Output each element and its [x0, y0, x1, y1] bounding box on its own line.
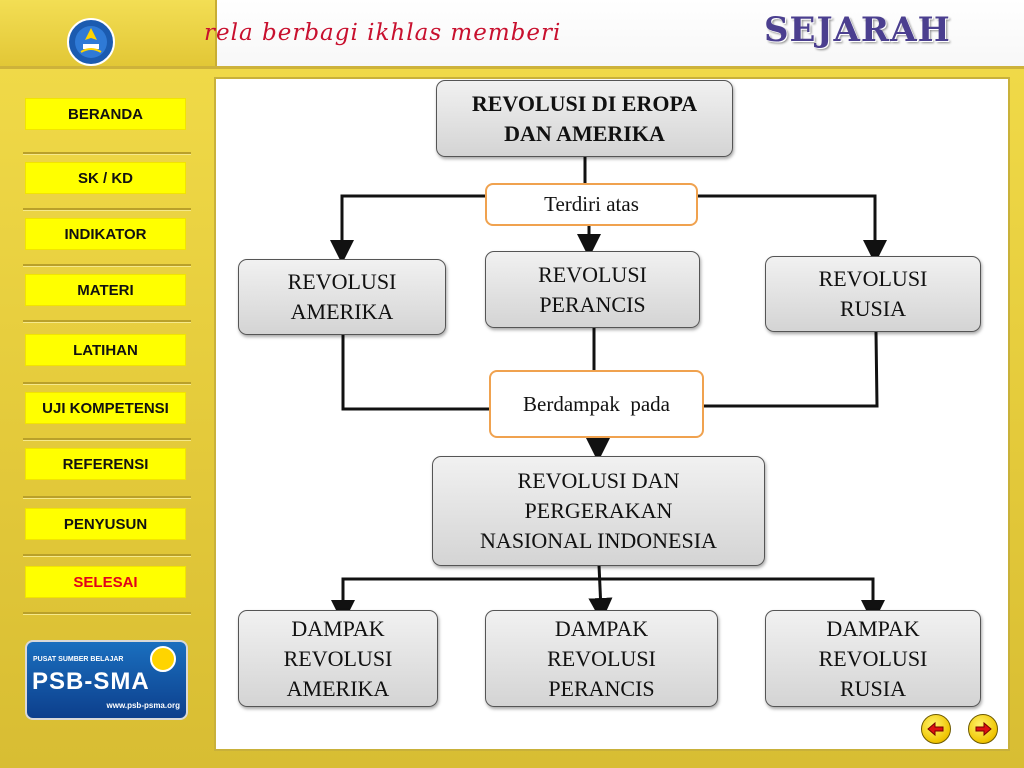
tut-wuri-handayani-logo-icon — [67, 18, 115, 66]
sidebar-item-sk-kd[interactable]: SK / KD — [25, 162, 186, 194]
connector-arrow — [330, 194, 487, 264]
node-revolusi-rusia: REVOLUSI RUSIA — [765, 256, 981, 332]
psb-logo-name: PSB-SMA — [32, 668, 150, 695]
node-pergerakan-nasional: REVOLUSI DAN PERGERAKAN NASIONAL INDONES… — [432, 456, 765, 566]
arrow-right-icon — [975, 721, 992, 737]
connector-line — [341, 577, 875, 610]
sidebar-item-latihan[interactable]: LATIHAN — [25, 334, 186, 366]
sidebar-item-indikator[interactable]: INDIKATOR — [25, 218, 186, 250]
tagline-text: rela berbagi ikhlas memberi — [204, 20, 562, 46]
psb-logo-url: www.psb-psma.org — [106, 701, 181, 710]
connector-line — [341, 335, 491, 411]
next-button[interactable] — [968, 714, 998, 744]
sidebar-divider — [23, 438, 191, 440]
sidebar-nav: BERANDA SK / KD INDIKATOR MATERI LATIHAN… — [0, 70, 212, 768]
sidebar-divider — [23, 496, 191, 498]
header-bar: rela berbagi ikhlas memberi SEJARAH — [0, 0, 1024, 69]
emblem-icon — [150, 646, 176, 672]
sidebar-divider — [23, 554, 191, 556]
node-revolusi-amerika: REVOLUSI AMERIKA — [238, 259, 446, 335]
connector-arrow — [697, 194, 887, 264]
sidebar-item-penyusun[interactable]: PENYUSUN — [25, 508, 186, 540]
sidebar-divider — [23, 264, 191, 266]
sidebar-item-selesai[interactable]: SELESAI — [25, 566, 186, 598]
node-dampak-perancis: DAMPAK REVOLUSI PERANCIS — [485, 610, 718, 707]
connector-arrow — [588, 564, 613, 622]
prev-button[interactable] — [921, 714, 951, 744]
sidebar-divider — [23, 382, 191, 384]
sidebar-item-beranda[interactable]: BERANDA — [25, 98, 186, 130]
psb-sma-logo[interactable]: PUSAT SUMBER BELAJAR PSB-SMA www.psb-psm… — [25, 640, 188, 720]
sidebar-divider — [23, 320, 191, 322]
arrow-left-icon — [927, 721, 944, 737]
node-revolusi-perancis: REVOLUSI PERANCIS — [485, 251, 700, 328]
node-dampak-amerika: DAMPAK REVOLUSI AMERIKA — [238, 610, 438, 707]
sidebar-divider — [23, 612, 191, 614]
connector-line — [703, 331, 879, 408]
label-berdampak-pada: Berdampak pada — [489, 370, 704, 438]
subject-title: SEJARAH — [764, 10, 951, 50]
sidebar-item-materi[interactable]: MATERI — [25, 274, 186, 306]
sidebar-item-referensi[interactable]: REFERENSI — [25, 448, 186, 480]
psb-logo-line1: PUSAT SUMBER BELAJAR — [33, 656, 124, 663]
sidebar-divider — [23, 208, 191, 210]
label-terdiri-atas: Terdiri atas — [485, 183, 698, 226]
node-root: REVOLUSI DI EROPA DAN AMERIKA — [436, 80, 733, 157]
sidebar-divider — [23, 152, 191, 154]
node-dampak-rusia: DAMPAK REVOLUSI RUSIA — [765, 610, 981, 707]
sidebar-item-uji-kompetensi[interactable]: UJI KOMPETENSI — [25, 392, 186, 424]
